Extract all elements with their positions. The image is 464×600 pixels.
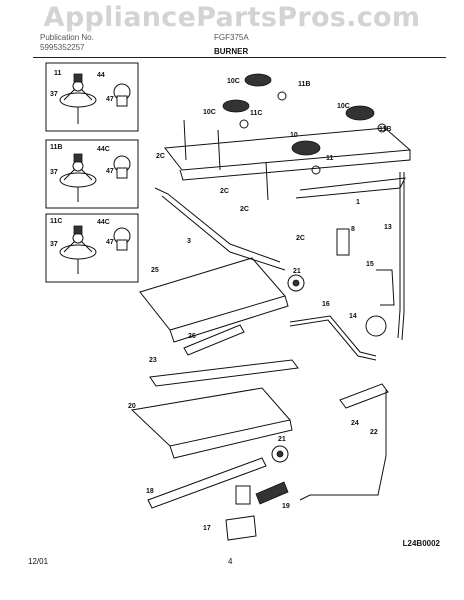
callout-10: 10 [290, 132, 298, 139]
callout-2c-c: 2C [240, 206, 249, 213]
publication-number: 5995352257 [40, 43, 85, 52]
callout-11b-a: 11B [298, 81, 310, 88]
callout-20: 20 [128, 403, 136, 410]
footer-date: 12/01 [28, 557, 49, 566]
callout-22: 22 [370, 429, 378, 436]
callout-23: 23 [149, 357, 157, 364]
diagram-code: L24B0002 [402, 539, 440, 548]
callout-21-b: 21 [278, 436, 286, 443]
callout-17: 17 [203, 525, 211, 532]
callout-10c-a: 10C [227, 78, 240, 85]
callout-2c-d: 2C [296, 235, 305, 242]
model-number: FGF375A [214, 33, 249, 42]
callout-11: 11 [54, 70, 62, 77]
callout-11b-box: 11B [50, 144, 62, 151]
upper-burner-box [139, 257, 387, 387]
callout-11c-box: 11C [50, 218, 62, 225]
callout-47-b: 47 [106, 168, 114, 175]
callout-37-b: 37 [50, 169, 58, 176]
callout-11: 11 [326, 155, 334, 162]
detail-box-11c [45, 213, 139, 283]
callout-1: 1 [356, 199, 360, 206]
callout-2c-a: 2C [156, 153, 165, 160]
callout-44c-b: 44C [97, 219, 110, 226]
callout-13: 13 [384, 224, 392, 231]
manifold-assembly [154, 119, 412, 341]
footer-page-number: 4 [228, 557, 233, 566]
lower-burner-box [130, 383, 389, 541]
publication-label: Publication No. [40, 33, 94, 42]
callout-26: 26 [188, 333, 196, 340]
callout-8: 8 [351, 226, 355, 233]
callout-44: 44 [97, 72, 105, 79]
section-title: BURNER [214, 47, 249, 56]
callout-37-a: 37 [50, 91, 58, 98]
callout-37-c: 37 [50, 241, 58, 248]
callout-15: 15 [366, 261, 374, 268]
callout-21-a: 21 [293, 268, 301, 275]
callout-11c: 11C [250, 110, 262, 117]
callout-25: 25 [151, 267, 159, 274]
callout-47-a: 47 [106, 96, 114, 103]
callout-3: 3 [187, 238, 191, 245]
detail-box-11b [45, 139, 139, 209]
callout-16: 16 [322, 301, 330, 308]
burner-heads [222, 73, 387, 175]
callout-18: 18 [146, 488, 154, 495]
detail-box-11 [45, 62, 139, 132]
callout-10c-c: 10C [337, 103, 350, 110]
callout-44c-a: 44C [97, 146, 110, 153]
callout-47-c: 47 [106, 239, 114, 246]
callout-14: 14 [349, 313, 357, 320]
callout-11b-b: 11B [379, 126, 391, 133]
callout-24: 24 [351, 420, 359, 427]
header-rule [33, 57, 446, 58]
callout-19: 19 [282, 503, 290, 510]
callout-10c-b: 10C [203, 109, 216, 116]
callout-2c-b: 2C [220, 188, 229, 195]
